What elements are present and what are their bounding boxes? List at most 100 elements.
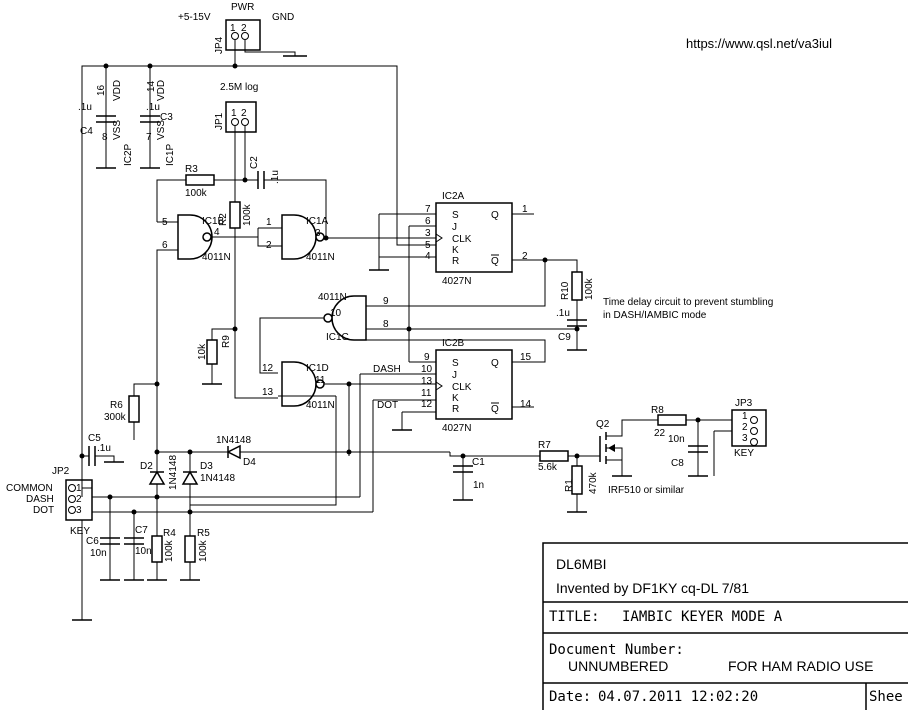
ic1b-part: 4011N	[202, 252, 231, 263]
jp3-pin1-circle	[750, 416, 758, 424]
r9-wire	[211, 328, 235, 340]
junction	[79, 453, 85, 459]
d4-body	[226, 444, 241, 460]
ic2b-pin13: 13	[421, 376, 433, 387]
ic2a-in-k: K	[452, 245, 459, 256]
flipflop-ic2a: IC2A 4027N S J CLK K R Q Q 7 6 3 5 4 1 2	[425, 191, 528, 287]
junction	[232, 63, 238, 69]
jp2-body	[65, 479, 93, 521]
junction	[187, 509, 193, 515]
jp3-pin2-label: 2	[742, 422, 748, 433]
ic2a-ref: IC2A	[442, 191, 465, 202]
jp3-body	[731, 409, 767, 447]
ic2b-pin11: 11	[421, 388, 432, 399]
d2-body	[148, 470, 166, 485]
c8-ref: C8	[671, 458, 684, 469]
ic2a-body	[435, 202, 513, 273]
jp1-body	[225, 101, 257, 133]
dot-signal-label: DOT	[377, 400, 398, 411]
r6-ref: R6	[110, 400, 123, 411]
dash-signal-label: DASH	[373, 364, 401, 375]
usage: FOR HAM RADIO USE	[728, 658, 873, 674]
r1-ref: R1	[564, 479, 575, 492]
r6-wire	[133, 383, 157, 396]
jp1-connector: 2.5M log 1 2 JP1	[214, 82, 258, 202]
r10-ref: R10	[560, 281, 571, 300]
ic1c-ref: IC1C	[326, 332, 349, 343]
r10-value: 100k	[584, 277, 595, 300]
d2-ref: D2	[140, 461, 153, 472]
junction	[242, 177, 248, 183]
d3-ref: D3	[200, 461, 213, 472]
ic2b-in-k: K	[452, 393, 459, 404]
gate-ic1d: IC1D 4011N 12 13 11	[262, 361, 335, 411]
jp1-ref: JP1	[214, 112, 225, 130]
jp1-pin2-label: 2	[241, 108, 247, 119]
ic1b-in6	[156, 249, 178, 452]
jp2-dash-label: DASH	[26, 494, 54, 505]
r4-body	[151, 535, 163, 563]
c2-out-wire	[264, 179, 327, 238]
ic2b-in-clk: CLK	[452, 382, 472, 393]
jp4-ref: JP4	[214, 36, 225, 54]
d3-part: 1N4148	[200, 473, 235, 484]
ic1b-pin4: 4	[214, 227, 220, 238]
r5-value: 100k	[198, 539, 209, 562]
pwr-label: PWR	[231, 2, 254, 13]
r8-ref: R8	[651, 405, 664, 416]
junction	[346, 449, 352, 455]
ic1a-part: 4011N	[306, 252, 335, 263]
jp4-pin1-label: 1	[230, 23, 236, 34]
r3-value: 100k	[185, 188, 208, 199]
author: DL6MBI	[556, 556, 607, 572]
ic2p-vdd-pin: 16	[96, 84, 107, 96]
r5-ref: R5	[197, 528, 210, 539]
r4-value: 100k	[164, 539, 175, 562]
jp3-pin3-label: 3	[742, 433, 748, 444]
ic2b-in-s: S	[452, 358, 459, 369]
power-connector: +5-15V PWR GND 1 2 JP4	[178, 2, 307, 66]
ic1a-pin3: 3	[315, 228, 321, 239]
junction	[323, 235, 329, 241]
ic1b-body	[177, 214, 213, 260]
c8-value: 10n	[668, 434, 685, 445]
jp2-pin2-circle	[68, 495, 76, 503]
r5-body	[184, 535, 196, 563]
jp1-pin2-circle	[241, 118, 249, 126]
r2-down-wire	[234, 228, 278, 399]
ic2b-pin15: 15	[520, 352, 532, 363]
ic1d-pin12: 12	[262, 363, 274, 374]
sheet-label: Shee	[869, 689, 903, 705]
ic1d-in13-wire	[190, 396, 337, 506]
jp3-label: KEY	[734, 448, 754, 459]
ic1b-bubble	[202, 232, 212, 242]
ic1c-pin8: 8	[383, 319, 389, 330]
ic2a-pin3: 3	[425, 228, 431, 239]
jp1-pin1-label: 1	[231, 108, 237, 119]
diode-d2: D2 1N4148	[140, 452, 179, 536]
ic1p-power-block: .1u C3 14 VDD 7 VSS IC1P	[140, 66, 176, 169]
jp3-pin1-label: 1	[742, 411, 748, 422]
ic2a-in-s: S	[452, 210, 459, 221]
r3-body	[185, 174, 215, 186]
ic1p-vdd-pin: 14	[146, 80, 157, 92]
ic2b-pin10: 10	[421, 364, 433, 375]
ic1a-ref: IC1A	[306, 216, 329, 227]
c9-ref: C9	[558, 332, 571, 343]
ic1b-ref: IC1B	[202, 216, 225, 227]
c5-ref: C5	[88, 433, 101, 444]
r3-wire	[156, 179, 186, 222]
source-url: https://www.qsl.net/va3iul	[686, 36, 832, 51]
supply-voltage-label: +5-15V	[178, 12, 211, 23]
ic2a-in-j: J	[452, 222, 457, 233]
r9-ref: R9	[221, 335, 232, 348]
c7-value: 10n	[135, 546, 152, 557]
gate-ic1b: IC1B 4011N 5 6 4	[162, 214, 231, 263]
vdd-rail	[81, 65, 436, 497]
jp4-body	[225, 19, 261, 51]
c1-value: 1n	[473, 480, 484, 491]
c2-value: .1u	[270, 170, 281, 184]
flipflop-ic2b: IC2B 4027N S J CLK K R Q Q 9 10 13 11 12…	[421, 338, 532, 434]
ic2a-out-q: Q	[491, 210, 499, 221]
r2-value: 100k	[242, 203, 253, 226]
